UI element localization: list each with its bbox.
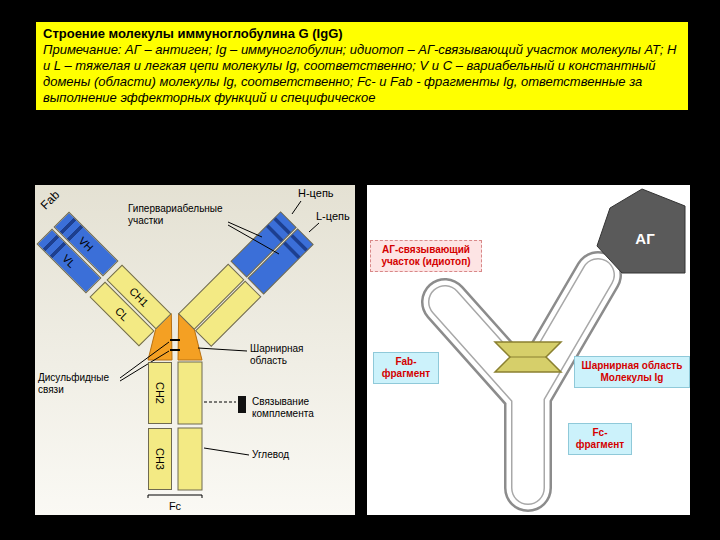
domain-block: CH2 [148,362,172,424]
disulfide-bond [170,349,180,351]
antigen-polygon [597,189,685,273]
hypervariable-stripe [290,234,307,251]
hinge-icon [495,342,561,372]
left-panel [35,185,355,515]
annotation-label: Fc [169,500,181,513]
hypervariable-stripe [283,242,300,259]
antigen-shape: АГ [596,188,686,274]
leader-line [228,225,279,254]
disulfide-bond [170,339,180,341]
annotation-label: L-цепь [316,210,350,223]
domain-label: CH3 [154,448,166,470]
callout-box: Fab- фрагмент [373,352,439,384]
leader-line [309,223,319,232]
fc-bracket [148,495,202,498]
right-panel [367,185,690,515]
hypervariable-stripe [266,225,283,242]
light-constant-domain [196,281,261,346]
callout-text: Fc- фрагмент [573,427,627,451]
annotation-label: Дисульфидные связи [38,372,126,396]
callout-box: Fc- фрагмент [568,423,632,455]
callout-box: АГ-связывающий участок (идиотоп) [370,240,482,272]
domain-label: CH2 [154,382,166,404]
domain-label: CL [113,305,131,323]
callout-text: АГ-связывающий участок (идиотоп) [375,244,477,268]
light-variable-domain [248,229,313,294]
domain-label: VH [77,235,96,254]
annotation-label: Углевод [252,449,289,461]
annotation-label: Шарнирная область [250,343,320,367]
leader-line [204,402,236,403]
slide-title: Строение молекулы иммуноглобулина G (IgG… [43,26,681,42]
leader-line [204,448,249,455]
domain-block: CH3 [148,428,172,490]
callout-text: Шарнирная область Молекулы Ig [579,360,685,384]
note-band: Строение молекулы иммуноглобулина G (IgG… [36,22,688,110]
hypervariable-stripe [273,217,290,234]
stem-domain [178,362,202,424]
antigen-label: АГ [635,230,654,247]
stem-domain [178,428,202,490]
callout-box: Шарнирная область Молекулы Ig [574,356,690,388]
domain-label: VL [60,252,78,270]
domain-rect [196,281,261,346]
complement-symbol [238,396,246,413]
callout-text: Fab- фрагмент [378,356,434,380]
leader-line [292,201,301,214]
annotation-label: Н-цепь [298,187,334,200]
note-text: Примечание: АГ – антиген; Ig – иммуногло… [43,42,681,106]
annotation-label: Связывание комплемента [252,396,332,420]
annotation-label: Гипервариабельные участки [128,203,240,227]
hinge-icon-line [510,357,546,358]
domain-rect [248,229,313,294]
leader-line [198,348,247,351]
